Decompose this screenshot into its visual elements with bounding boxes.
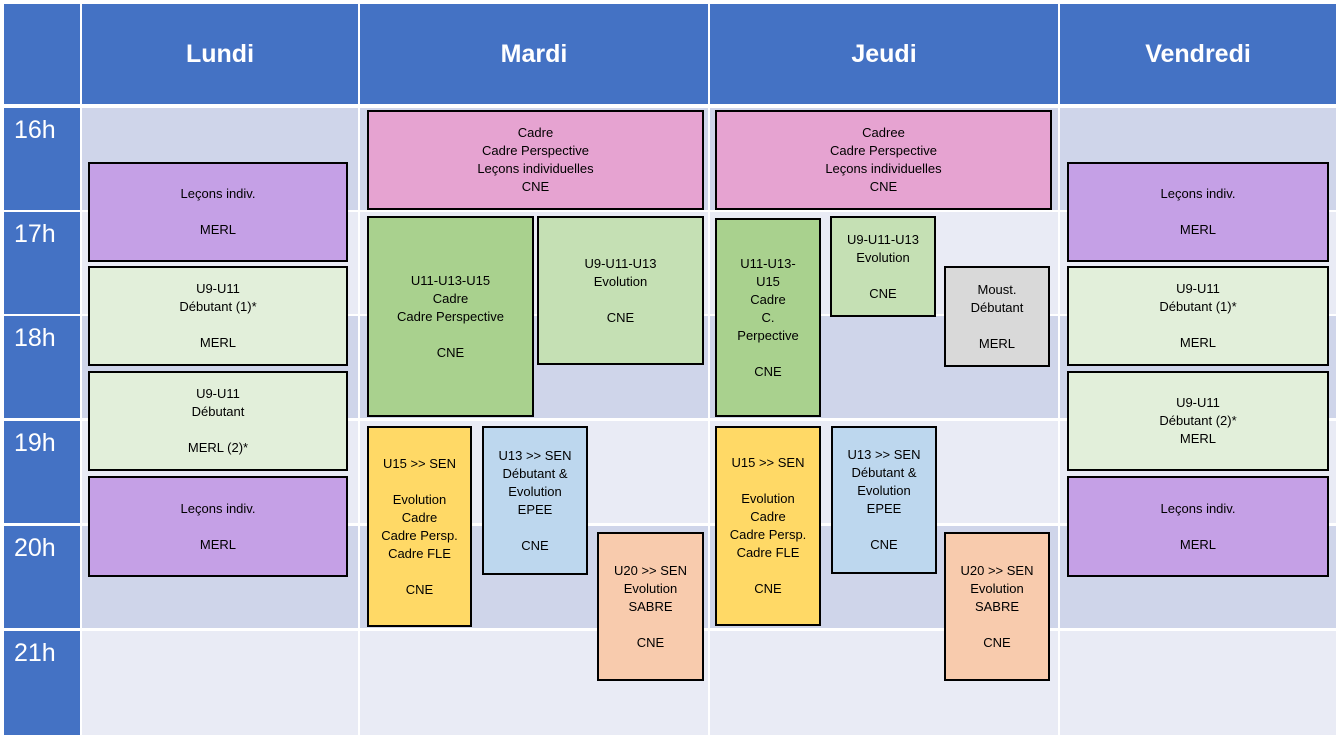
event-vendredi-lecons-indiv-1[interactable]: Leçons indiv. MERL <box>1067 162 1329 262</box>
column-divider <box>358 108 360 735</box>
event-mardi-u13-sen[interactable]: U13 >> SEN Débutant & Evolution EPEE CNE <box>482 426 588 575</box>
event-vendredi-lecons-indiv-2[interactable]: Leçons indiv. MERL <box>1067 476 1329 577</box>
event-jeudi-moust-debutant[interactable]: Moust. Débutant MERL <box>944 266 1050 367</box>
corner-cell <box>4 4 80 104</box>
event-jeudi-u9-u11-u13-evolution[interactable]: U9-U11-U13 Evolution CNE <box>830 216 936 317</box>
event-mardi-cadre[interactable]: Cadre Cadre Perspective Leçons individue… <box>367 110 704 210</box>
event-vendredi-u9-u11-debutant-1[interactable]: U9-U11 Débutant (1)* MERL <box>1067 266 1329 366</box>
event-jeudi-u13-sen[interactable]: U13 >> SEN Débutant & Evolution EPEE CNE <box>831 426 937 574</box>
event-mardi-u15-sen[interactable]: U15 >> SEN Evolution Cadre Cadre Persp. … <box>367 426 472 627</box>
column-divider <box>708 108 710 735</box>
hour-label-18h: 18h <box>4 316 80 418</box>
event-lundi-lecons-indiv-2[interactable]: Leçons indiv. MERL <box>88 476 348 577</box>
event-mardi-u20-sen[interactable]: U20 >> SEN Evolution SABRE CNE <box>597 532 704 681</box>
hour-label-16h: 16h <box>4 108 80 210</box>
day-header-mardi: Mardi <box>360 4 708 104</box>
event-jeudi-u15-sen[interactable]: U15 >> SEN Evolution Cadre Cadre Persp. … <box>715 426 821 626</box>
day-header-lundi: Lundi <box>82 4 358 104</box>
event-jeudi-u20-sen[interactable]: U20 >> SEN Evolution SABRE CNE <box>944 532 1050 681</box>
event-jeudi-cadre[interactable]: Cadree Cadre Perspective Leçons individu… <box>715 110 1052 210</box>
event-lundi-lecons-indiv-1[interactable]: Leçons indiv. MERL <box>88 162 348 262</box>
hour-label-21h: 21h <box>4 631 80 735</box>
hour-label-20h: 20h <box>4 526 80 628</box>
hour-label-17h: 17h <box>4 212 80 314</box>
event-mardi-u11-u13-u15[interactable]: U11-U13-U15 Cadre Cadre Perspective CNE <box>367 216 534 417</box>
event-vendredi-u9-u11-debutant-2[interactable]: U9-U11 Débutant (2)* MERL <box>1067 371 1329 471</box>
day-header-jeudi: Jeudi <box>710 4 1058 104</box>
event-lundi-u9-u11-debutant-1[interactable]: U9-U11 Débutant (1)* MERL <box>88 266 348 366</box>
event-mardi-u9-u11-u13-evolution[interactable]: U9-U11-U13 Evolution CNE <box>537 216 704 365</box>
event-jeudi-u11-u13-u15[interactable]: U11-U13- U15 Cadre C. Perpective CNE <box>715 218 821 417</box>
event-lundi-u9-u11-debutant-2[interactable]: U9-U11 Débutant MERL (2)* <box>88 371 348 471</box>
column-divider <box>1058 108 1060 735</box>
day-header-vendredi: Vendredi <box>1060 4 1336 104</box>
hour-label-19h: 19h <box>4 421 80 523</box>
